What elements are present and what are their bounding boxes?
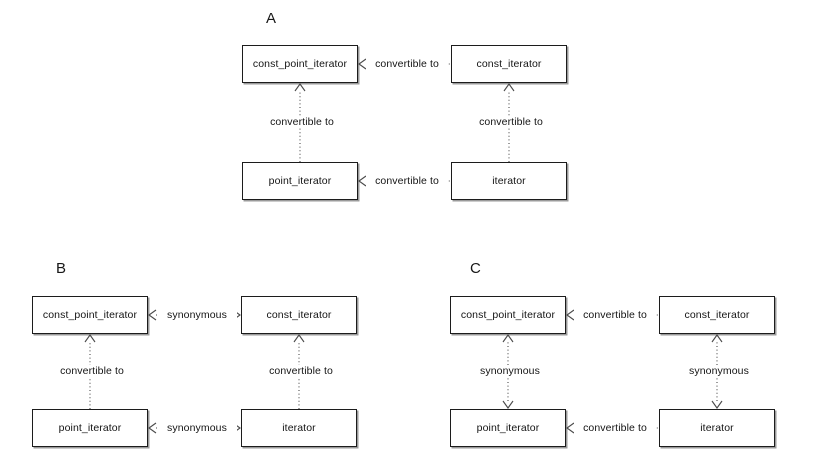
panel-a-edge-bottom-horizontal-label: convertible to: [366, 175, 448, 187]
panel-b-node-const-point-iterator[interactable]: const_point_iterator: [32, 296, 148, 334]
panel-c-node-const-iterator[interactable]: const_iterator: [659, 296, 775, 334]
panel-c-label: C: [470, 260, 482, 277]
panel-b-edge-bottom-horizontal-label: synonymous: [157, 422, 237, 434]
panel-c-edge-top-horizontal-label: convertible to: [574, 309, 656, 321]
panel-c-edge-left-vertical-label: synonymous: [469, 365, 551, 377]
panel-b: B const_point_iterator const_iterator po…: [0, 250, 410, 457]
panel-c: C const_point_iterator const_iterator po…: [410, 250, 813, 457]
panel-c-node-point-iterator[interactable]: point_iterator: [450, 409, 566, 447]
panel-a-label: A: [266, 10, 277, 27]
panel-a-node-iterator-label: iterator: [492, 175, 526, 187]
panel-b-node-point-iterator[interactable]: point_iterator: [32, 409, 148, 447]
panel-c-edge-right-vertical-label: synonymous: [678, 365, 760, 377]
panel-c-node-point-iterator-label: point_iterator: [476, 422, 540, 434]
panel-a-node-const-iterator-label: const_iterator: [476, 58, 542, 70]
panel-a-node-const-point-iterator-label: const_point_iterator: [252, 58, 348, 70]
panel-b-node-const-point-iterator-label: const_point_iterator: [42, 309, 138, 321]
panel-a-node-const-iterator[interactable]: const_iterator: [451, 45, 567, 83]
panel-b-edge-left-vertical-label: convertible to: [51, 365, 133, 377]
panel-a-node-point-iterator[interactable]: point_iterator: [242, 162, 358, 200]
panel-b-node-point-iterator-label: point_iterator: [58, 422, 122, 434]
panel-a-edge-left-vertical-label: convertible to: [261, 116, 343, 128]
panel-c-node-iterator-label: iterator: [700, 422, 734, 434]
panel-b-node-const-iterator[interactable]: const_iterator: [241, 296, 357, 334]
panel-a-edge-right-vertical-label: convertible to: [470, 116, 552, 128]
panel-b-node-iterator[interactable]: iterator: [241, 409, 357, 447]
panel-c-node-const-point-iterator-label: const_point_iterator: [460, 309, 556, 321]
panel-b-label: B: [56, 260, 67, 277]
panel-b-node-const-iterator-label: const_iterator: [266, 309, 332, 321]
panel-c-node-iterator[interactable]: iterator: [659, 409, 775, 447]
panel-c-node-const-iterator-label: const_iterator: [684, 309, 750, 321]
panel-c-edge-bottom-horizontal-label: convertible to: [574, 422, 656, 434]
panel-a-node-const-point-iterator[interactable]: const_point_iterator: [242, 45, 358, 83]
panel-a-node-point-iterator-label: point_iterator: [268, 175, 332, 187]
panel-c-node-const-point-iterator[interactable]: const_point_iterator: [450, 296, 566, 334]
panel-a: A const_point_iterator const_iterator po…: [242, 10, 567, 200]
panel-a-node-iterator[interactable]: iterator: [451, 162, 567, 200]
panel-b-edge-right-vertical-label: convertible to: [260, 365, 342, 377]
panel-b-node-iterator-label: iterator: [282, 422, 316, 434]
panel-a-edge-top-horizontal-label: convertible to: [366, 58, 448, 70]
panel-b-edge-top-horizontal-label: synonymous: [157, 309, 237, 321]
